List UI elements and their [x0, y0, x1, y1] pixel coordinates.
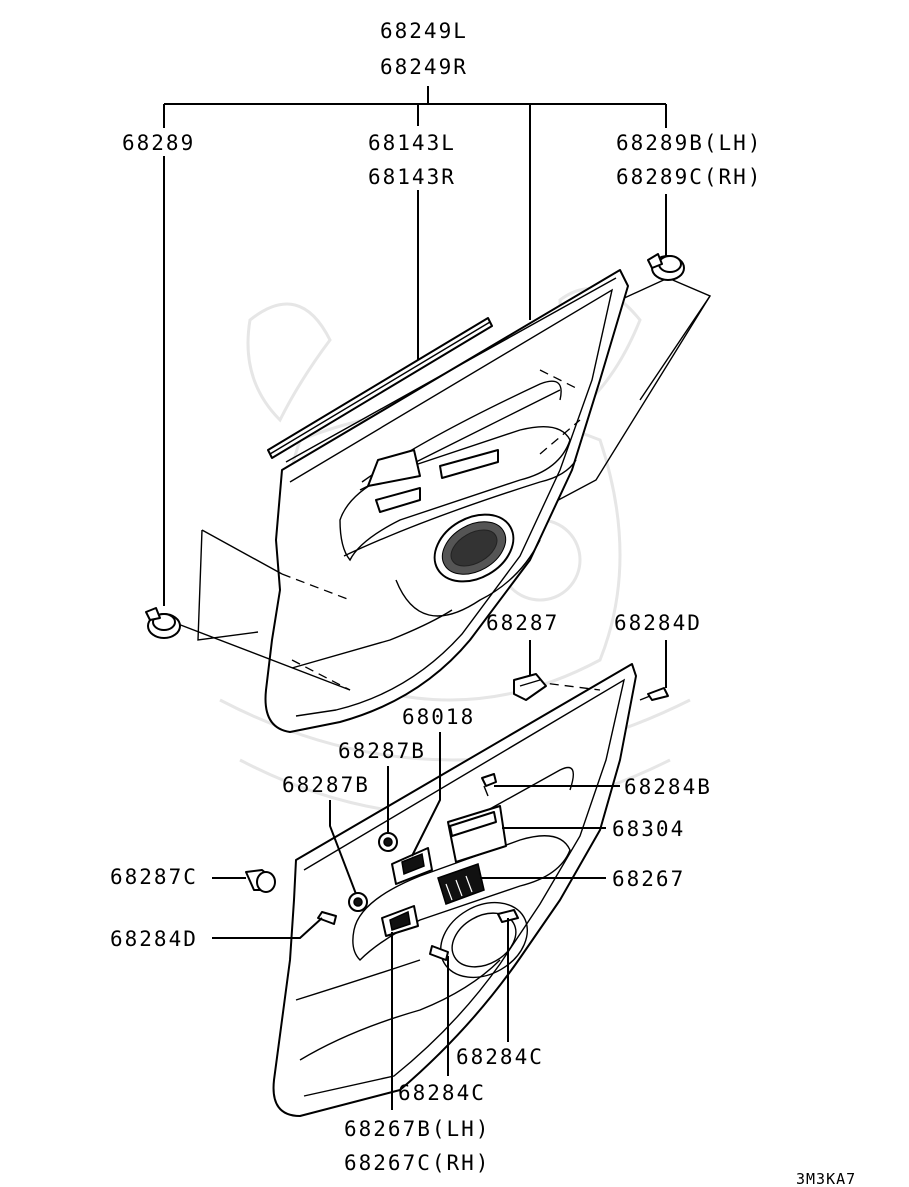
- screw-68284c-b: [497, 909, 519, 923]
- label-68284d-left: 68284D: [110, 927, 198, 951]
- label-68284c-b: 68284C: [398, 1081, 486, 1105]
- label-68289c: 68289C(RH): [616, 165, 762, 189]
- label-68287: 68287: [486, 611, 559, 635]
- clip-68287c: [245, 869, 276, 893]
- label-68143l: 68143L: [368, 131, 456, 155]
- label-68267b: 68267B(LH): [344, 1117, 490, 1141]
- label-68267: 68267: [612, 867, 685, 891]
- label-68249l: 68249L: [380, 19, 468, 43]
- screw-68284b: [481, 773, 497, 797]
- leader-lines: [163, 86, 667, 1110]
- label-68284d-top: 68284D: [614, 611, 702, 635]
- lower-door-trim-panel: [272, 663, 637, 1117]
- screw-68284d-top: [639, 687, 669, 701]
- part-labels: 68249L 68249R 68289 68143L 68143R 68289B…: [110, 19, 856, 1187]
- grommet-68287b-a: [378, 832, 398, 852]
- screw-68284c-a: [429, 945, 449, 961]
- label-68287b-b: 68287B: [282, 773, 370, 797]
- label-68289b: 68289B(LH): [616, 131, 762, 155]
- label-68284c-a: 68284C: [456, 1045, 544, 1069]
- clip-68287: [513, 673, 547, 701]
- clip-68289b: [647, 253, 685, 281]
- switch-68267: [437, 863, 485, 905]
- label-68249r: 68249R: [380, 55, 468, 79]
- upper-door-trim-panel: [177, 269, 712, 733]
- label-68018: 68018: [402, 705, 475, 729]
- label-68289: 68289: [122, 131, 195, 155]
- label-68287b-a: 68287B: [338, 739, 426, 763]
- label-68287c: 68287C: [110, 865, 198, 889]
- diagram-code: 3M3KA7: [796, 1170, 856, 1187]
- grommet-68287b-b: [348, 892, 368, 912]
- clip-68289: [145, 607, 181, 639]
- screw-68284d-left: [317, 911, 337, 925]
- label-68304: 68304: [612, 817, 685, 841]
- label-68143r: 68143R: [368, 165, 456, 189]
- label-68284b: 68284B: [624, 775, 712, 799]
- label-68267c: 68267C(RH): [344, 1151, 490, 1175]
